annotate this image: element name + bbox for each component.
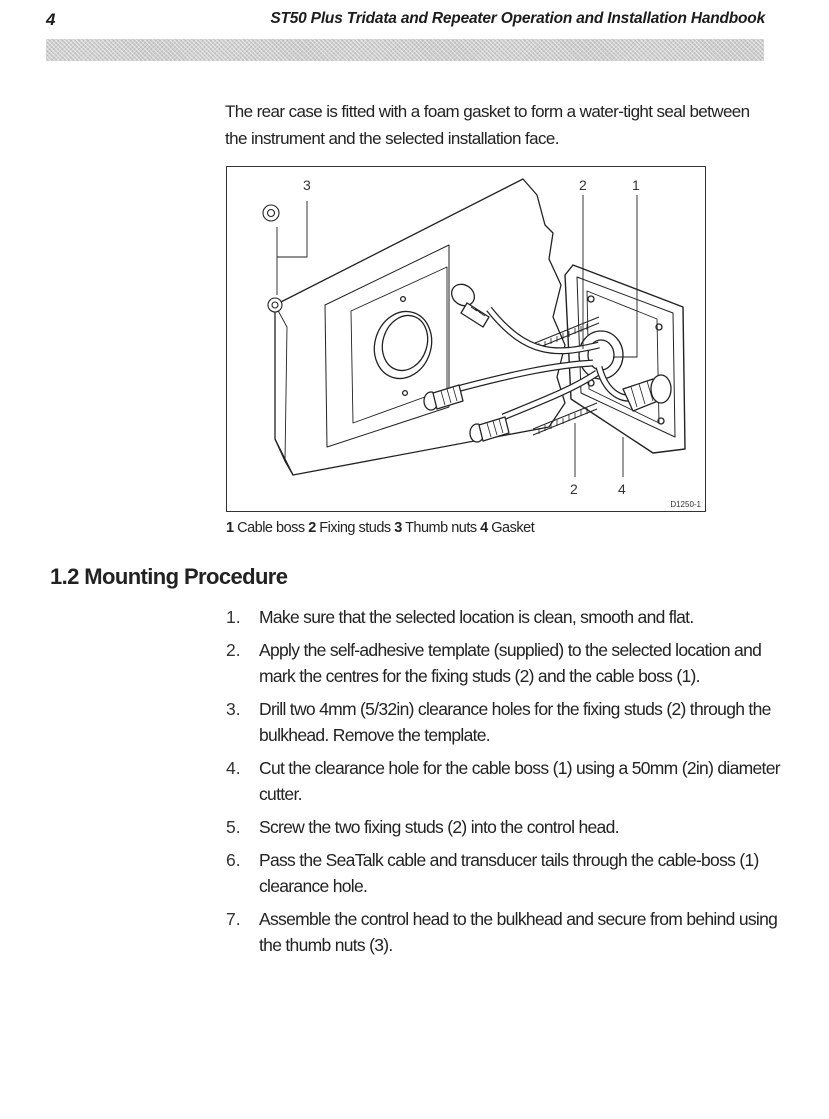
caption-num-4: 4: [480, 520, 488, 536]
caption-num-2: 2: [308, 520, 316, 536]
step-number: 7.: [226, 909, 241, 929]
step-number: 3.: [226, 699, 241, 719]
list-item: 1. Make sure that the selected location …: [224, 604, 784, 630]
step-text: Pass the SeaTalk cable and transducer ta…: [259, 850, 759, 896]
step-text: Apply the self-adhesive template (suppli…: [259, 640, 762, 686]
running-header-title: ST50 Plus Tridata and Repeater Operation…: [270, 10, 765, 27]
control-head: [564, 264, 686, 454]
step-number: 2.: [226, 640, 241, 660]
step-text: Cut the clearance hole for the cable bos…: [259, 758, 781, 804]
caption-num-1: 1: [226, 520, 234, 536]
list-item: 3. Drill two 4mm (5/32in) clearance hole…: [224, 696, 784, 748]
list-item: 4. Cut the clearance hole for the cable …: [224, 755, 784, 807]
step-text: Assemble the control head to the bulkhea…: [259, 909, 778, 955]
section-heading: 1.2 Mounting Procedure: [50, 564, 288, 589]
caption-num-3: 3: [394, 520, 402, 536]
callout-cable-boss: 1: [632, 177, 640, 193]
connector-bottom: [469, 416, 510, 443]
fixing-stud-lower: [532, 402, 598, 436]
installation-illustration: [262, 178, 686, 477]
header-rule-bar: [46, 39, 764, 61]
step-text: Make sure that the selected location is …: [259, 607, 694, 627]
caption-label-1: Cable boss: [237, 520, 305, 536]
connector-top: [450, 283, 490, 328]
caption-label-4: Gasket: [491, 520, 535, 536]
step-number: 4.: [226, 758, 241, 778]
fixing-stud-upper: [534, 316, 600, 350]
figure-caption: 1 Cable boss 2 Fixing studs 3 Thumb nuts…: [226, 520, 535, 536]
installation-figure: 3 2 1 2 4 D1250-1: [226, 166, 706, 512]
page-number: 4: [46, 10, 56, 29]
list-item: 5. Screw the two fixing studs (2) into t…: [224, 814, 784, 840]
list-item: 7. Assemble the control head to the bulk…: [224, 906, 784, 958]
list-item: 2. Apply the self-adhesive template (sup…: [224, 637, 784, 689]
figure-code: D1250-1: [670, 500, 701, 509]
step-number: 5.: [226, 817, 241, 837]
connector-left: [423, 384, 464, 411]
thumb-nut-lower: [267, 297, 283, 313]
callout-gasket: 4: [618, 481, 626, 497]
intro-paragraph: The rear case is fitted with a foam gask…: [225, 102, 750, 148]
step-text: Drill two 4mm (5/32in) clearance holes f…: [259, 699, 771, 745]
callout-fixing-studs-top: 2: [579, 177, 587, 193]
callout-thumb-nuts: 3: [303, 177, 311, 193]
step-text: Screw the two fixing studs (2) into the …: [259, 817, 619, 837]
bulkhead-recess: [324, 244, 450, 448]
step-number: 1.: [226, 607, 241, 627]
callout-fixing-studs-bottom: 2: [570, 481, 578, 497]
procedure-steps: 1. Make sure that the selected location …: [224, 604, 784, 965]
caption-label-3: Thumb nuts: [405, 520, 477, 536]
caption-label-2: Fixing studs: [319, 520, 391, 536]
list-item: 6. Pass the SeaTalk cable and transducer…: [224, 847, 784, 899]
connector-right: [622, 374, 672, 412]
thumb-nut-top: [262, 204, 280, 222]
step-number: 6.: [226, 850, 241, 870]
